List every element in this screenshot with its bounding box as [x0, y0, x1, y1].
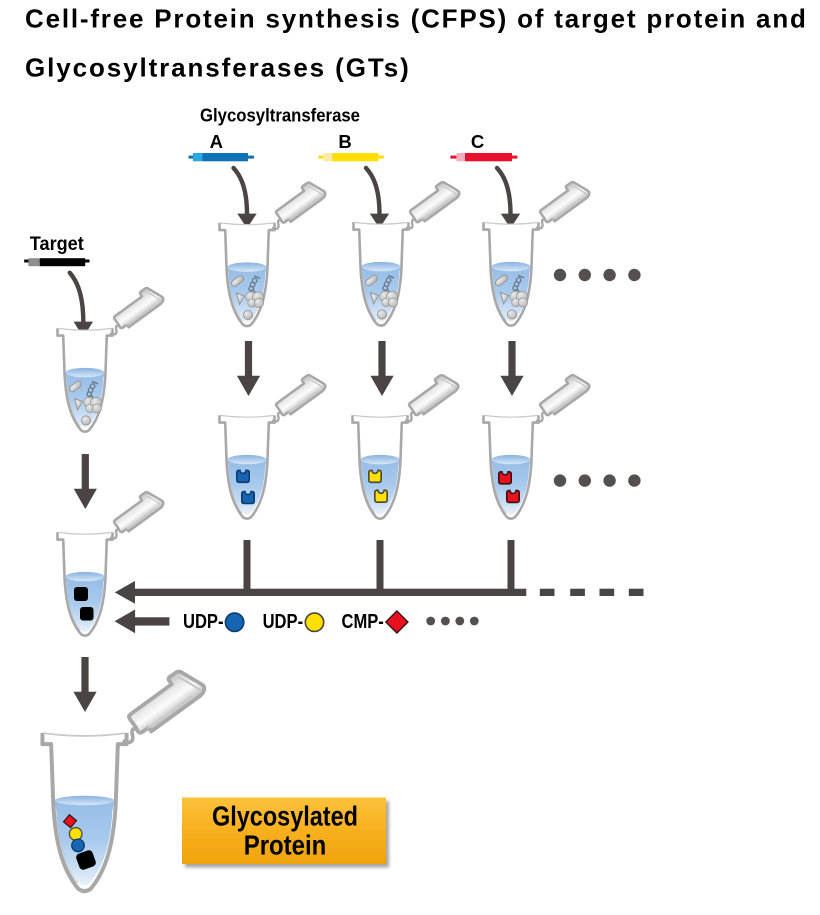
svg-text:B: B [338, 131, 351, 152]
svg-text:A: A [210, 131, 223, 152]
svg-text:Target: Target [30, 233, 84, 255]
svg-text:C: C [471, 131, 484, 152]
svg-text:Protein: Protein [244, 830, 327, 861]
svg-text:UDP-: UDP- [183, 611, 224, 633]
svg-text:Glycosylated: Glycosylated [212, 801, 358, 832]
svg-text:Glycosyltransferase: Glycosyltransferase [200, 106, 360, 126]
svg-text:UDP-: UDP- [263, 611, 304, 633]
svg-text:Glycosyltransferases (GTs): Glycosyltransferases (GTs) [25, 53, 411, 83]
svg-text:Cell-free Protein synthesis (C: Cell-free Protein synthesis (CFPS) of ta… [25, 4, 808, 34]
svg-text:CMP-: CMP- [342, 611, 384, 633]
